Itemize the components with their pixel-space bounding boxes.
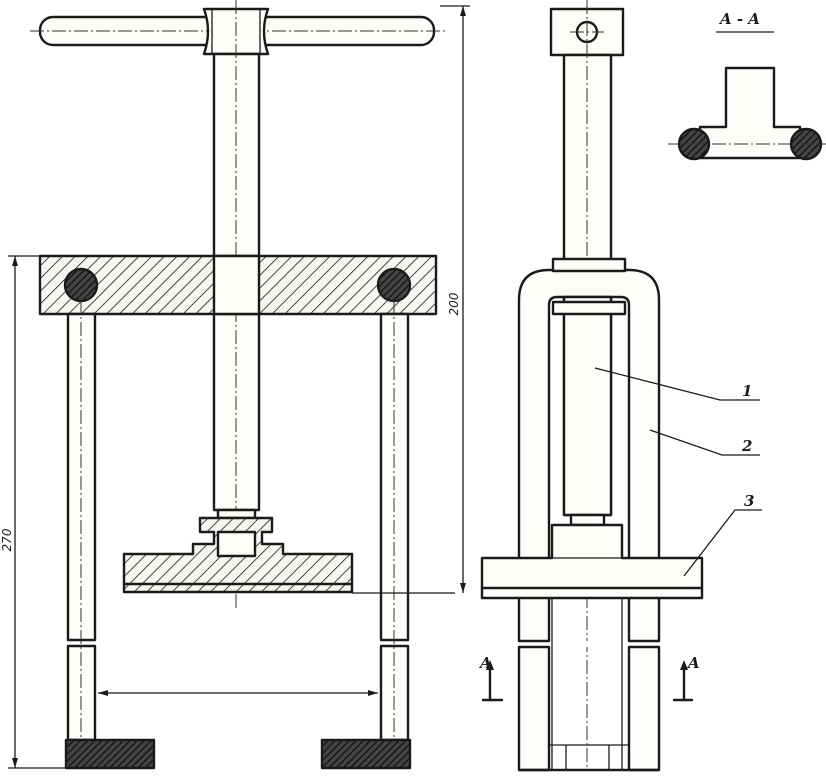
- leader-1: [594, 367, 760, 401]
- leader-2: [649, 429, 760, 456]
- dim-overall-height: 200: [447, 292, 461, 315]
- part-label-1: 1: [742, 382, 752, 400]
- pin-right: [376, 267, 412, 303]
- pressure-plate-side: [480, 523, 704, 600]
- section-title: A - A: [718, 10, 760, 28]
- pin-left: [63, 267, 99, 303]
- section-mark-left: A: [478, 654, 504, 702]
- front-view: 200 270: [0, 0, 470, 770]
- section-mark-right: A: [672, 654, 700, 702]
- foot-left: [64, 738, 156, 770]
- svg-text:A: A: [686, 654, 700, 672]
- leader-3: [683, 509, 762, 577]
- section-a-a: A - A: [668, 10, 826, 161]
- screw-tip: [216, 530, 257, 558]
- dim-frame-height: 270: [0, 528, 14, 551]
- part-label-3: 3: [744, 492, 754, 510]
- side-view: 1 2 3 A A: [478, 0, 762, 772]
- svg-text:A: A: [478, 654, 492, 672]
- foot-right: [320, 738, 412, 770]
- part-label-2: 2: [741, 437, 752, 455]
